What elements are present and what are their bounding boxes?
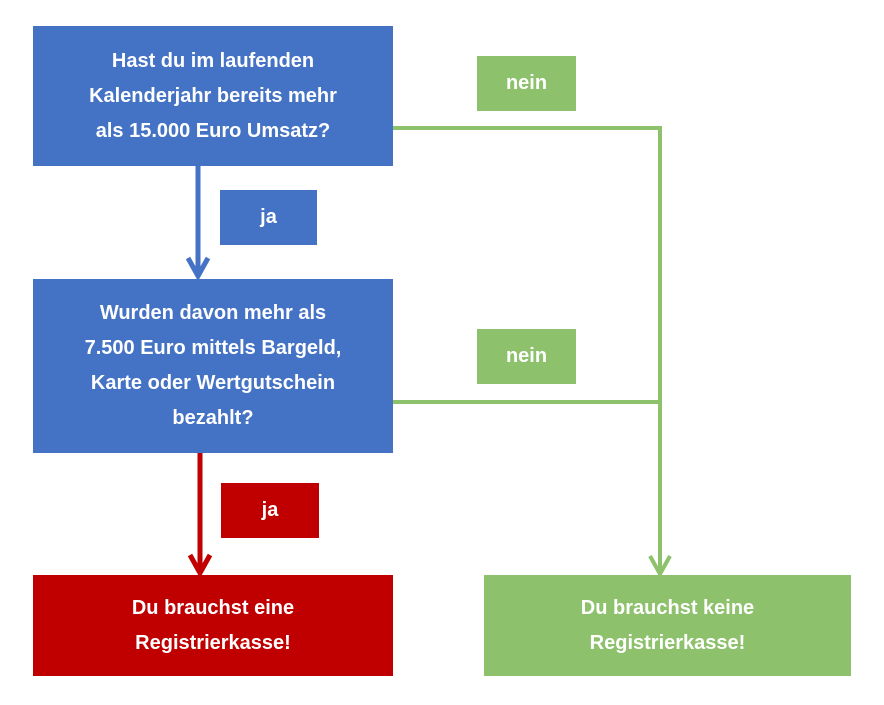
result-no-box: Du brauchst keine Registrierkasse! <box>484 575 851 676</box>
label-q1-yes: ja <box>220 190 317 245</box>
question-2-box: Wurden davon mehr als 7.500 Euro mittels… <box>33 279 393 453</box>
label-q2-no: nein <box>477 329 576 384</box>
label-q2-yes: ja <box>221 483 319 538</box>
label-q1-no: nein <box>477 56 576 111</box>
question-1-box: Hast du im laufenden Kalenderjahr bereit… <box>33 26 393 166</box>
arrow-q2-to-result-yes-head <box>187 553 213 579</box>
result-yes-box: Du brauchst eine Registrierkasse! <box>33 575 393 676</box>
line-q1-no <box>393 126 662 572</box>
arrow-to-result-no-head <box>648 555 672 579</box>
arrow-q1-to-q2-head <box>185 256 211 282</box>
